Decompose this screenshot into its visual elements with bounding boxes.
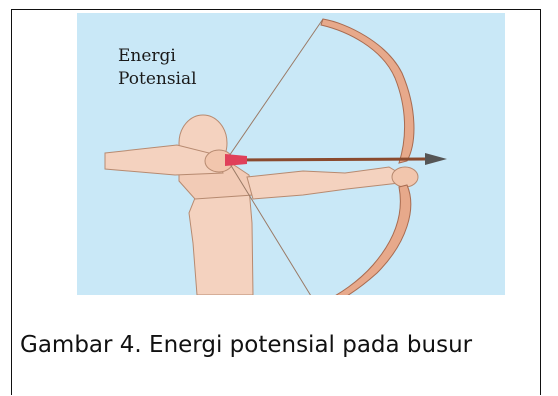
arrow-fletching — [225, 154, 247, 166]
bow-lower-limb — [319, 185, 411, 295]
bow-upper-limb — [321, 19, 414, 163]
arrow-head — [425, 153, 447, 165]
archer-bow-hand — [392, 167, 418, 187]
figure-caption: Gambar 4. Energi potensial pada busur — [20, 332, 540, 358]
arrow-shaft — [225, 159, 425, 160]
archer-extended-arm — [247, 167, 399, 199]
potential-energy-label: Energi Potensial — [118, 45, 197, 91]
archer-illustration: Energi Potensial — [77, 13, 505, 295]
